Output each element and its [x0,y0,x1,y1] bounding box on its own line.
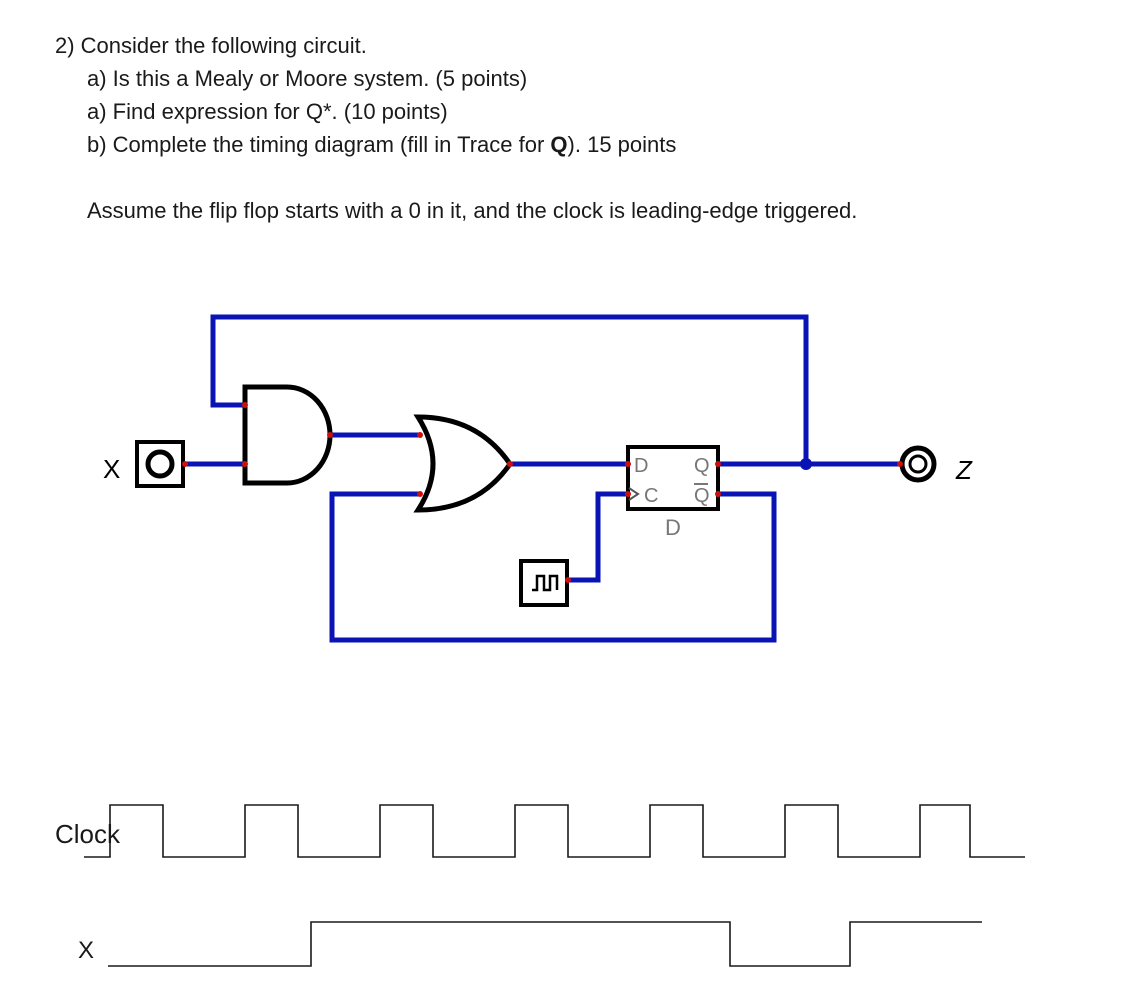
pin-markers [182,402,903,583]
ff-pin-q: Q [694,455,710,477]
clock-waveform [84,804,1025,858]
clock-icon [532,574,559,592]
wire-clock [568,491,628,583]
output-led [899,445,937,483]
and-gate [242,384,333,486]
timing-label-clock: Clock [55,819,121,849]
ff-pin-c: C [644,485,658,507]
ff-pin-qbar: Q [694,485,710,507]
feedback-wire-qbar [329,491,777,643]
ff-type-label: D [665,515,681,540]
question-part-b: b) Complete the timing diagram (fill in … [87,131,676,159]
output-label-z: Z [955,455,973,485]
junction-dot [800,458,812,470]
x-waveform [108,921,982,967]
question-part-b-post: ). 15 points [567,132,677,157]
d-flip-flop: D C Q Q [626,445,720,511]
question-part-a2: a) Find expression for Q*. (10 points) [87,99,448,124]
or-gate [413,414,514,513]
question-part-a1: a) Is this a Mealy or Moore system. (5 p… [87,66,528,91]
clock-source [519,559,569,607]
question-part-b-pre: b) Complete the timing diagram (fill in … [87,132,551,157]
question-part-b-bold: Q [550,132,568,157]
timing-label-x: X [78,937,94,964]
input-label-x: X [103,454,120,484]
wires [185,314,900,643]
ff-pin-d: D [634,455,648,477]
ff-clock-triangle [628,487,640,501]
input-switch [135,440,185,488]
question-title: 2) Consider the following circuit. [55,33,367,58]
question-assumption: Assume the flip flop starts with a 0 in … [87,198,858,223]
feedback-wire-q [210,314,809,464]
